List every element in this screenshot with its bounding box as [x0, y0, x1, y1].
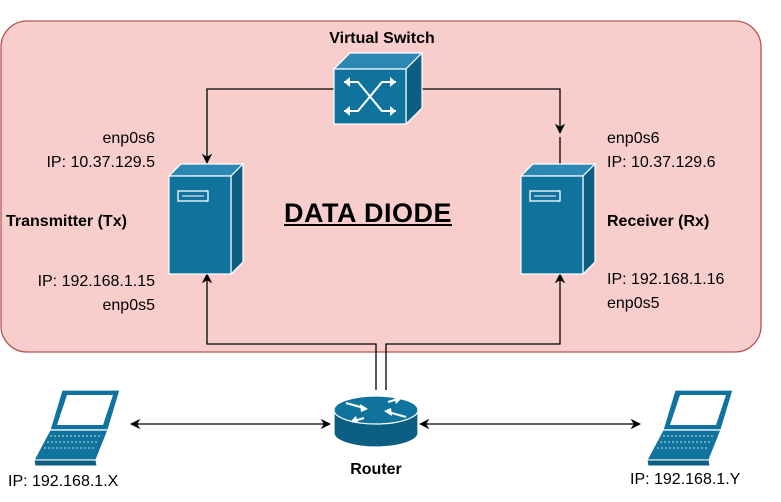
router-to-rx-link [385, 272, 566, 390]
rx-upper-ip: IP: 10.37.129.6 [607, 154, 716, 171]
left-laptop-ip: IP: 192.168.1.X [8, 473, 119, 490]
tx-to-switch-link [201, 88, 334, 165]
router-to-tx-link [201, 272, 377, 390]
tx-lower-interface: enp0s5 [102, 297, 156, 314]
switch-to-rx-link [422, 88, 566, 135]
right-laptop-ip: IP: 192.168.1.Y [630, 471, 741, 488]
left-laptop-icon[interactable] [33, 389, 121, 467]
diagram-title: DATA DIODE [284, 198, 452, 228]
rx-upper-interface: enp0s6 [607, 130, 660, 147]
router-icon[interactable] [333, 395, 419, 448]
rx-lower-ip: IP: 192.168.1.16 [607, 271, 725, 288]
switch-icon[interactable] [332, 51, 424, 126]
transmitter-server-icon[interactable] [167, 162, 245, 276]
receiver-label: Receiver (Rx) [607, 213, 710, 230]
switch-label: Virtual Switch [329, 30, 435, 47]
right-laptop-icon[interactable] [646, 389, 734, 467]
rx-lower-interface: enp0s5 [607, 295, 660, 312]
tx-upper-interface: enp0s6 [102, 130, 156, 147]
router-label: Router [350, 461, 402, 478]
transmitter-label: Transmitter (Tx) [6, 213, 127, 230]
receiver-server-icon[interactable] [519, 162, 597, 276]
tx-upper-ip: IP: 10.37.129.5 [46, 154, 155, 171]
tx-lower-ip: IP: 192.168.1.15 [37, 273, 155, 290]
